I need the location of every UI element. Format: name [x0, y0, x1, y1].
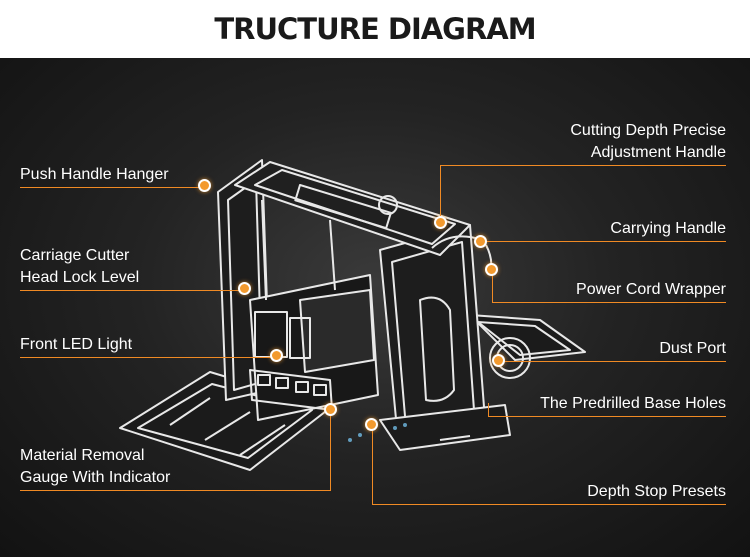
label-cutting-depth-1: Cutting Depth Precise	[570, 122, 726, 139]
label-front-led-light: Front LED Light	[20, 336, 133, 353]
leader-line	[372, 504, 726, 505]
label-depth-stop-presets: Depth Stop Presets	[587, 483, 726, 500]
callout-dot	[492, 354, 505, 367]
callout-dot	[238, 282, 251, 295]
header: TRUCTURE DIAGRAM	[0, 0, 750, 58]
leader-line	[492, 302, 726, 303]
leader-line	[488, 416, 726, 417]
diagram-stage: Push Handle Hanger Carriage Cutter Head …	[0, 58, 750, 557]
leader-line	[330, 410, 331, 491]
label-push-handle-hanger: Push Handle Hanger	[20, 166, 169, 183]
leader-line	[484, 241, 726, 242]
leader-line	[20, 187, 205, 188]
leader-line	[488, 403, 489, 417]
callout-dot	[365, 418, 378, 431]
callout-dot	[434, 216, 447, 229]
callout-dot	[474, 235, 487, 248]
planer-illustration	[119, 159, 586, 471]
leader-line	[440, 165, 441, 218]
label-power-cord-wrapper: Power Cord Wrapper	[576, 281, 726, 298]
page-title: TRUCTURE DIAGRAM	[214, 12, 536, 46]
label-predrilled-base-holes: The Predrilled Base Holes	[540, 395, 726, 412]
label-material-removal-2: Gauge With Indicator	[20, 469, 171, 486]
label-dust-port: Dust Port	[659, 340, 726, 357]
callout-dot	[270, 349, 283, 362]
callout-dot	[485, 263, 498, 276]
leader-line	[372, 430, 373, 505]
label-carriage-cutter-1: Carriage Cutter	[20, 247, 130, 264]
leader-line	[440, 165, 726, 166]
leader-line	[20, 290, 248, 291]
leader-line	[20, 490, 331, 491]
leader-line	[498, 361, 726, 362]
label-carriage-cutter-2: Head Lock Level	[20, 269, 140, 286]
callout-dot	[198, 179, 211, 192]
label-material-removal-1: Material Removal	[20, 447, 145, 464]
leader-line	[20, 357, 278, 358]
leader-line	[492, 270, 493, 303]
label-carrying-handle: Carrying Handle	[610, 220, 726, 237]
callout-dot	[324, 403, 337, 416]
label-cutting-depth-2: Adjustment Handle	[590, 144, 726, 161]
